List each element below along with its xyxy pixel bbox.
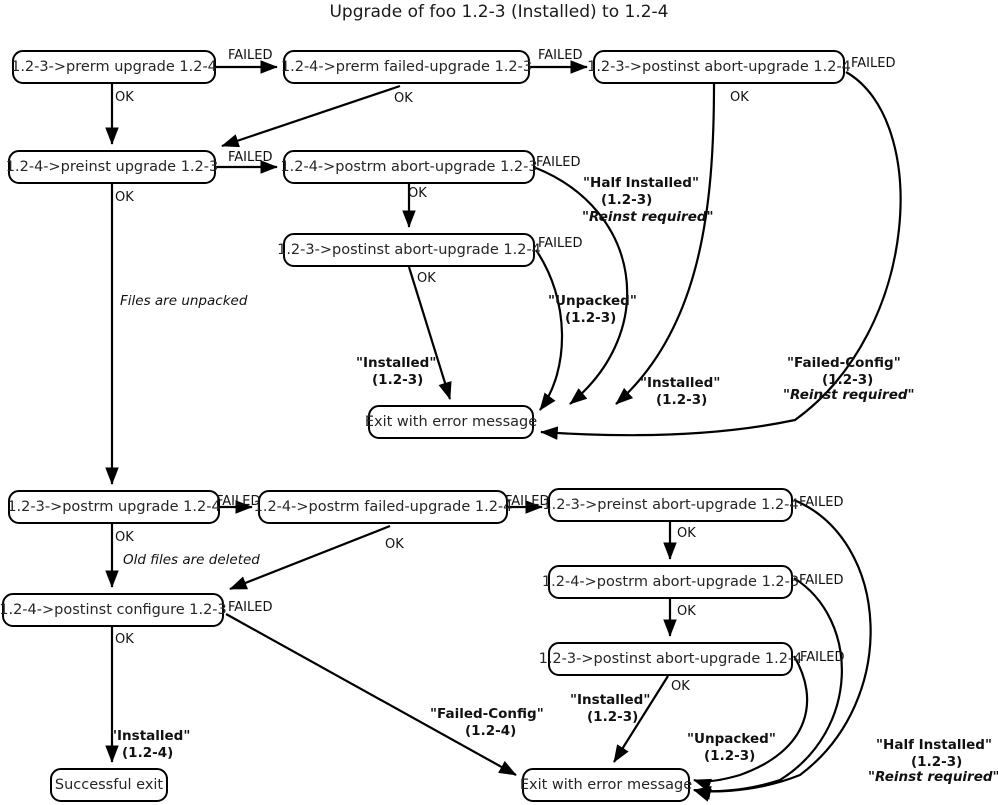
node-postrm-abort-upgrade-mid[interactable]: 1.2-4->postrm abort-upgrade 1.2-3 [280,150,538,184]
state-label-installed: "Installed" [640,375,721,391]
node-postinst-abort-upgrade-low[interactable]: 1.2-3->postinst abort-upgrade 1.2-4 [539,642,802,676]
node-prerm-upgrade[interactable]: 1.2-3->prerm upgrade 1.2-4 [11,50,217,84]
node-postinst-abort-upgrade-mid[interactable]: 1.2-3->postinst abort-upgrade 1.2-4 [277,233,541,267]
node-exit-with-error-message-lower[interactable]: Exit with error message [520,768,692,802]
edge-label-failed: FAILED [800,650,845,665]
node-preinst-abort-upgrade[interactable]: 1.2-3->preinst abort-upgrade 1.2-4 [542,488,799,522]
state-label-half-installed: "Half Installed" [876,737,992,753]
edge-label-ok: OK [671,679,690,694]
node-postrm-failed-upgrade[interactable]: 1.2-4->postrm failed-upgrade 1.2-4 [254,490,512,524]
state-label-reinst-required: "Reinst required" [582,209,714,225]
edge-label-ok: OK [677,604,696,619]
node-postrm-upgrade[interactable]: 1.2-3->postrm upgrade 1.2-4 [7,490,221,524]
state-label-reinst-required: "Reinst required" [783,387,915,403]
state-label-version: (1.2-3) [601,192,653,208]
state-label-failed-config: "Failed-Config" [430,706,544,722]
edge-label-ok: OK [385,537,404,552]
state-label-installed: "Installed" [570,692,651,708]
state-label-installed: "Installed" [356,355,437,371]
edge-label-ok: OK [394,91,413,106]
edge-label-failed: FAILED [799,495,844,510]
page-title: Upgrade of foo 1.2-3 (Installed) to 1.2-… [329,2,669,22]
edge-label-ok: OK [115,190,134,205]
edge-label-old-files-are-deleted: Old files are deleted [123,552,260,568]
node-prerm-failed-upgrade[interactable]: 1.2-4->prerm failed-upgrade 1.2-3 [281,50,532,84]
edge-label-ok: OK [677,526,696,541]
state-label-version: (1.2-3) [372,372,424,388]
state-label-installed: "Installed" [110,728,191,744]
edge-label-ok: OK [115,90,134,105]
state-label-version: (1.2-4) [465,723,517,739]
node-exit-with-error-message-upper[interactable]: Exit with error message [365,405,537,439]
edge-label-failed: FAILED [228,150,273,165]
node-postinst-configure[interactable]: 1.2-4->postinst configure 1.2-3 [0,593,227,627]
state-label-version: (1.2-3) [565,310,617,326]
node-successful-exit[interactable]: Successful exit [50,768,168,802]
edge-label-failed: FAILED [228,48,273,63]
state-label-reinst-required: "Reinst required" [868,769,998,785]
edge-label-failed: FAILED [536,155,581,170]
state-label-version: (1.2-3) [656,392,708,408]
edge-label-failed: FAILED [538,48,583,63]
edge-label-failed: FAILED [538,236,583,251]
state-label-version: (1.2-3) [822,372,874,388]
state-label-failed-config: "Failed-Config" [787,355,901,371]
state-label-unpacked: "Unpacked" [687,731,776,747]
edge-label-ok: OK [408,186,427,201]
edge-label-failed: FAILED [216,494,261,509]
node-preinst-upgrade[interactable]: 1.2-4->preinst upgrade 1.2-3 [6,150,218,184]
state-label-version: (1.2-3) [587,709,639,725]
edge-label-failed: FAILED [228,600,273,615]
edge-label-failed: FAILED [851,56,896,71]
state-label-half-installed: "Half Installed" [583,175,699,191]
edge-label-failed: FAILED [505,494,550,509]
edge-label-failed: FAILED [799,573,844,588]
state-label-version: (1.2-3) [911,754,963,770]
state-label-version: (1.2-4) [122,745,174,761]
node-postrm-abort-upgrade-low[interactable]: 1.2-4->postrm abort-upgrade 1.2-3 [542,565,799,599]
edge-label-ok: OK [115,632,134,647]
edge-label-files-are-unpacked: Files are unpacked [120,293,248,309]
edge-label-ok: OK [730,90,749,105]
state-label-version: (1.2-3) [704,748,756,764]
state-label-unpacked: "Unpacked" [548,293,637,309]
edge-label-ok: OK [115,530,134,545]
edge-label-ok: OK [417,271,436,286]
node-postinst-abort-upgrade-top[interactable]: 1.2-3->postinst abort-upgrade 1.2-4 [587,50,851,84]
